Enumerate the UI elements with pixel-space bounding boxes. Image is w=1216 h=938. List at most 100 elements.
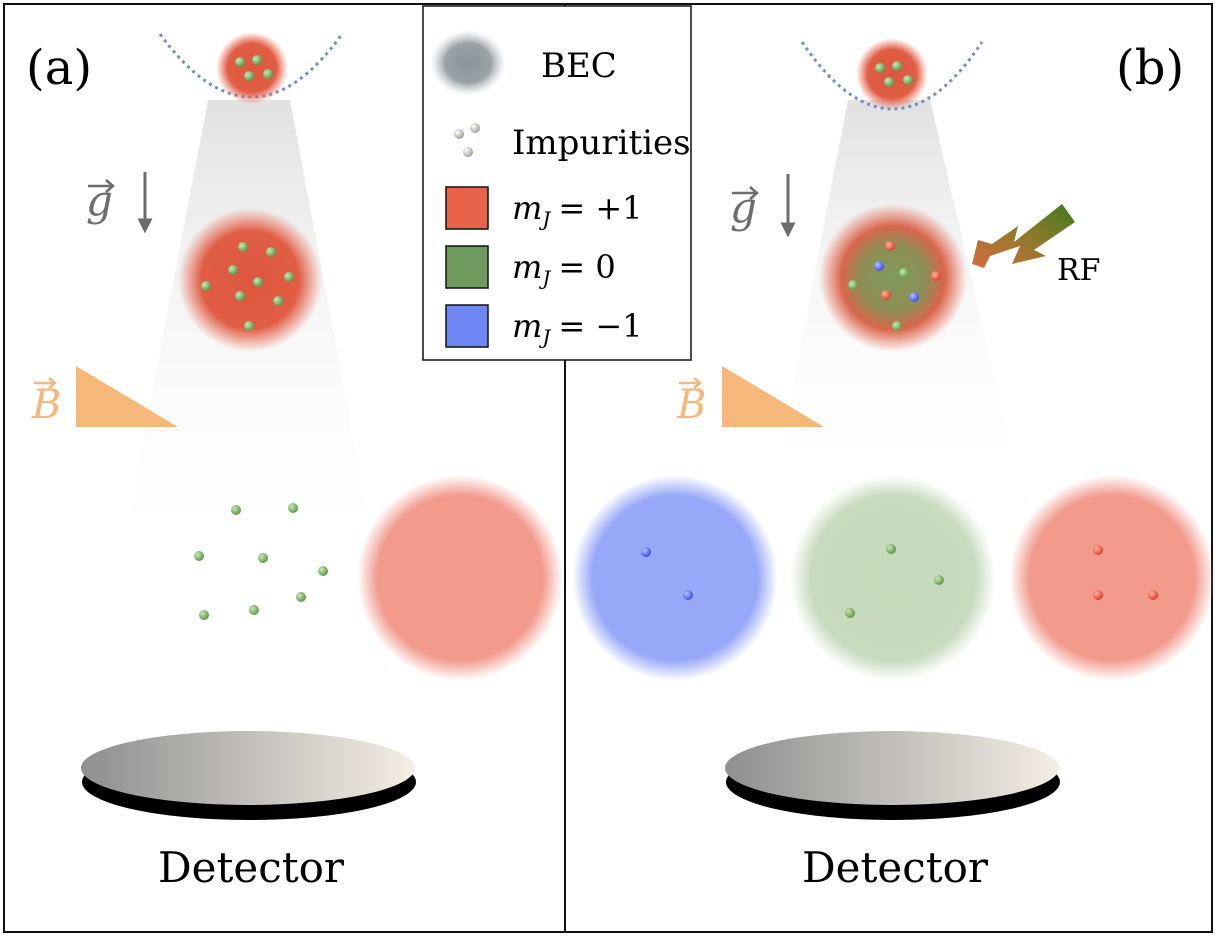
- field-symbol: B: [31, 382, 61, 428]
- impurity-atom-zero: [848, 280, 858, 290]
- panel-b: (b) g RF: [572, 38, 1215, 892]
- vector-arrow-icon: [732, 186, 759, 200]
- legend-item-bec: BEC: [430, 30, 617, 96]
- panel-a: (a) g: [26, 32, 563, 892]
- legend-item-impurities: Impurities: [454, 123, 691, 163]
- expanding-impurities: [201, 242, 294, 331]
- state-subscript: J: [538, 207, 551, 231]
- legend-text: BEC: [541, 46, 617, 86]
- mixed-impurities: [848, 241, 941, 331]
- impurity-atom: [258, 553, 268, 563]
- impurity-atom-plus1: [881, 290, 891, 300]
- impurity-swatch-dot: [470, 123, 480, 133]
- panel-label: (a): [26, 40, 92, 96]
- field-gradient-indicator: B: [31, 366, 178, 428]
- impurity-atom-plus1: [931, 271, 941, 281]
- impurity-atom: [244, 71, 254, 81]
- impurity-atom: [249, 605, 259, 615]
- impurity-atom-plus1: [1093, 590, 1103, 600]
- impurity-swatch-dot: [463, 147, 473, 157]
- impurity-atom-plus1: [1093, 545, 1103, 555]
- detector-plate: [81, 731, 415, 805]
- vector-arrow-icon: [88, 179, 115, 193]
- rf-lightning-icon: [972, 204, 1075, 268]
- released-bec-minus1: [572, 475, 778, 681]
- impurity-atom-zero: [899, 268, 909, 278]
- detector: [725, 731, 1060, 820]
- trapped-impurities: [235, 55, 273, 81]
- impurity-atom: [884, 77, 894, 87]
- impurity-atom-minus1: [874, 261, 884, 271]
- impurity-swatch-dot: [454, 129, 464, 139]
- impurity-atom: [266, 247, 276, 257]
- impurity-atom: [288, 503, 298, 513]
- state-symbol: m: [512, 189, 542, 227]
- state-value: = +1: [558, 189, 642, 227]
- impurity-atom: [235, 57, 245, 67]
- impurity-atom: [284, 272, 294, 282]
- released-bec-plus1: [1009, 475, 1215, 681]
- legend-item-plus1: mJ = +1: [445, 186, 643, 231]
- impurity-atom-zero: [934, 575, 944, 585]
- impurity-atom: [231, 505, 241, 515]
- state-subscript: J: [538, 325, 551, 349]
- impurity-atom: [253, 277, 263, 287]
- vector-arrow-icon: [679, 377, 702, 389]
- impurity-atom: [201, 281, 211, 291]
- rf-label: RF: [1057, 253, 1100, 288]
- trapped-bec: [856, 38, 928, 110]
- state-symbol: m: [512, 248, 542, 286]
- impurity-atom-minus1: [683, 590, 693, 600]
- legend-text: mJ = 0: [512, 248, 616, 290]
- detector-plate: [725, 731, 1059, 805]
- detector-label: Detector: [802, 843, 989, 892]
- impurity-atom: [273, 296, 283, 306]
- state-subscript: J: [538, 266, 551, 290]
- released-bec-plus1: [357, 475, 563, 681]
- impurity-atom: [318, 566, 328, 576]
- color-swatch: [445, 245, 489, 289]
- color-swatch: [445, 304, 489, 348]
- legend-text: mJ = +1: [512, 189, 643, 231]
- gravity-indicator: g: [86, 172, 153, 234]
- impurity-atom: [238, 242, 248, 252]
- impurity-atom-plus1: [1148, 590, 1158, 600]
- impurity-atom-minus1: [641, 547, 651, 557]
- expanding-bec: [178, 208, 322, 352]
- panel-label: (b): [1116, 40, 1184, 96]
- impurity-atom: [875, 63, 885, 73]
- legend-text: Impurities: [512, 123, 691, 163]
- impurity-atom: [199, 610, 209, 620]
- trap-potential: [158, 33, 344, 99]
- state-value: = −1: [558, 307, 642, 345]
- bec-swatch: [430, 30, 506, 96]
- impurity-atom: [892, 61, 902, 71]
- impurity-atom: [228, 265, 238, 275]
- legend-item-minus1: mJ = −1: [445, 304, 643, 349]
- rf-pulse: RF: [972, 204, 1100, 288]
- field-gradient-wedge: [76, 366, 178, 427]
- impurity-atom: [244, 321, 254, 331]
- field-symbol: B: [676, 382, 706, 428]
- impurity-atom: [194, 551, 204, 561]
- legend-item-zero: mJ = 0: [445, 245, 616, 290]
- trap-potential: [800, 41, 984, 111]
- field-gradient-indicator: B: [676, 366, 824, 428]
- impurity-atom: [903, 75, 913, 85]
- state-symbol: m: [512, 307, 542, 345]
- impurity-atom-zero: [845, 608, 855, 618]
- detector-label: Detector: [158, 843, 345, 892]
- gravity-symbol: g: [86, 176, 113, 225]
- impurity-atom-zero: [886, 544, 896, 554]
- field-gradient-wedge: [722, 366, 824, 427]
- legend-text: mJ = −1: [512, 307, 643, 349]
- vector-arrow-icon: [34, 377, 57, 389]
- released-impurities: [194, 503, 328, 620]
- trapped-impurities: [875, 61, 913, 87]
- trapped-bec: [216, 32, 288, 104]
- state-value: = 0: [558, 248, 615, 286]
- impurity-atom: [252, 55, 262, 65]
- figure-frame: [3, 3, 1213, 933]
- impurity-atom: [235, 291, 245, 301]
